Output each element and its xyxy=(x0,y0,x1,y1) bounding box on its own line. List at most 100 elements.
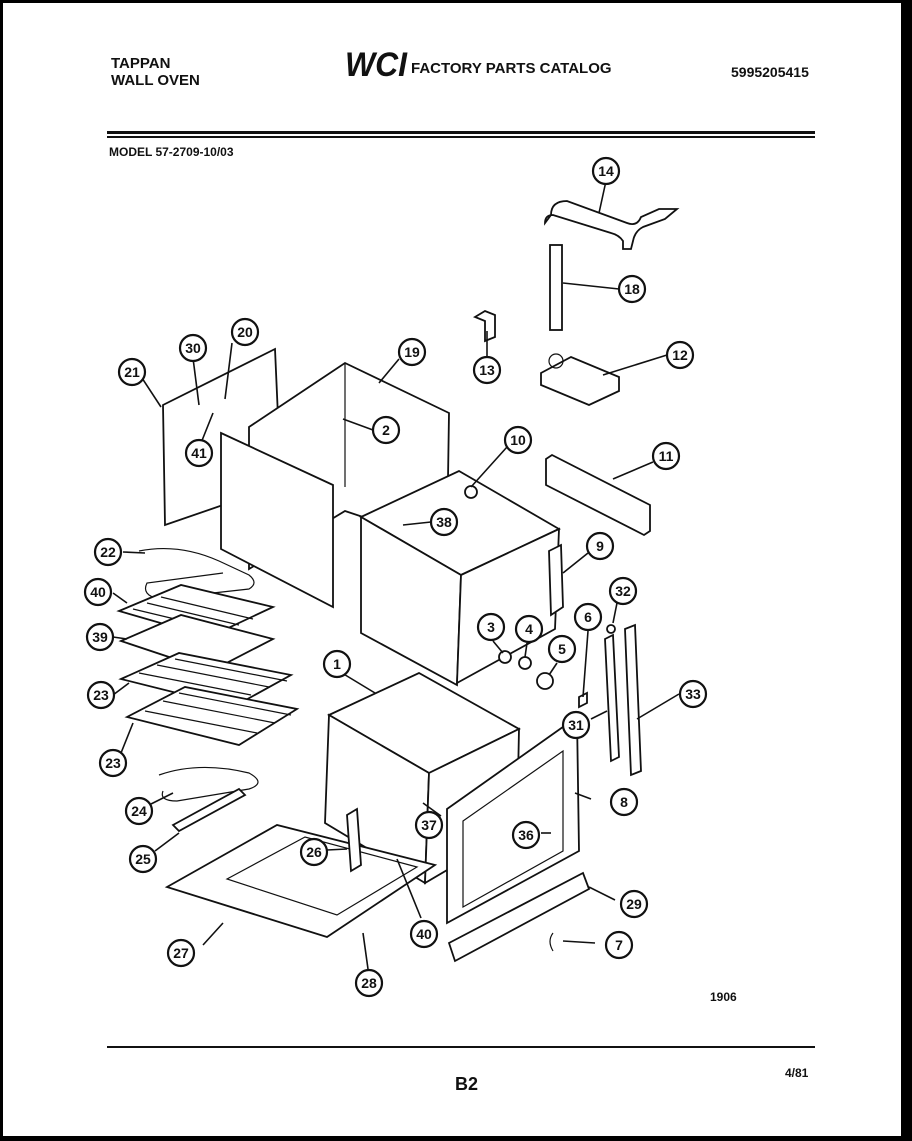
svg-text:26: 26 xyxy=(306,844,322,860)
part-3-knob xyxy=(498,650,512,664)
part-32-screw xyxy=(606,624,616,634)
part-10-fitting xyxy=(464,485,478,499)
part-2-panel xyxy=(220,431,334,609)
part-24-element xyxy=(158,766,259,802)
part-33-strip xyxy=(624,623,642,777)
callout-18: 18 xyxy=(617,274,647,304)
callout-35: 36 xyxy=(511,820,541,850)
part-11-rail xyxy=(545,453,651,537)
callout-25: 25 xyxy=(128,844,158,874)
part-12-vent xyxy=(548,353,564,369)
catalog-number: 5995205415 xyxy=(731,64,809,80)
svg-text:12: 12 xyxy=(672,347,688,363)
svg-text:7: 7 xyxy=(615,937,623,953)
callout-32: 32 xyxy=(608,576,638,606)
callout-5: 5 xyxy=(547,634,577,664)
callout-11: 11 xyxy=(651,441,681,471)
callout-36: 38 xyxy=(429,507,459,537)
callout-10: 10 xyxy=(503,425,533,455)
part-23-upper-grid xyxy=(138,658,288,696)
part-9-bracket xyxy=(548,543,564,617)
svg-text:27: 27 xyxy=(173,945,189,961)
svg-text:41: 41 xyxy=(191,445,207,461)
part-6-bracket xyxy=(578,691,588,709)
callout-23-upper: 23 xyxy=(86,680,116,710)
part-4-knob xyxy=(518,656,532,670)
part-8-door-frame xyxy=(446,715,580,925)
callout-23-lower: 23 xyxy=(98,748,128,778)
callout-7: 7 xyxy=(604,930,634,960)
svg-text:18: 18 xyxy=(624,281,640,297)
callout-8: 8 xyxy=(609,787,639,817)
svg-text:23: 23 xyxy=(93,687,109,703)
callout-1: 1 xyxy=(322,649,352,679)
svg-text:36: 36 xyxy=(518,827,534,843)
callout-41: 41 xyxy=(184,438,214,468)
part-26-bracket xyxy=(346,807,362,873)
svg-text:3: 3 xyxy=(487,619,495,635)
exploded-parts-diagram: 14 18 12 13 19 20 30 21 41 2 10 11 38 9 … xyxy=(83,156,708,998)
diagram-code: 1906 xyxy=(710,990,737,1004)
logo-text: WCI xyxy=(345,47,408,81)
svg-text:11: 11 xyxy=(659,448,674,464)
part-oven-side xyxy=(456,527,560,685)
callout-33: 33 xyxy=(678,679,708,709)
part-18-tube xyxy=(549,244,563,331)
part-23-rack-lower xyxy=(124,686,300,746)
callout-38: 39 xyxy=(85,622,115,652)
callout-24: 24 xyxy=(124,796,154,826)
part-22-element xyxy=(138,547,255,600)
leader-lines xyxy=(112,180,680,970)
callout-12: 12 xyxy=(665,340,695,370)
svg-text:14: 14 xyxy=(598,163,614,179)
part-13-bracket xyxy=(472,309,496,343)
callout-9: 9 xyxy=(585,531,615,561)
brand-block: TAPPAN WALL OVEN xyxy=(111,55,200,89)
svg-text:22: 22 xyxy=(100,544,116,560)
callout-40: 40 xyxy=(409,919,439,949)
header-rule-bottom xyxy=(107,136,815,138)
svg-text:38: 38 xyxy=(436,514,452,530)
svg-text:9: 9 xyxy=(596,538,604,554)
part-12-box xyxy=(540,356,620,406)
callout-4: 4 xyxy=(514,614,544,644)
svg-text:19: 19 xyxy=(404,344,420,360)
callout-21: 21 xyxy=(117,357,147,387)
footer-rule xyxy=(107,1046,815,1048)
part-27-inner xyxy=(225,836,419,916)
revision-date: 4/81 xyxy=(785,1066,809,1080)
svg-text:10: 10 xyxy=(510,432,526,448)
callout-2: 2 xyxy=(371,415,401,445)
wci-logo: WCI xyxy=(343,46,411,86)
svg-text:30: 30 xyxy=(185,340,201,356)
callout-26: 26 xyxy=(299,837,329,867)
catalog-sheet: TAPPAN WALL OVEN WCI FACTORY PARTS CATAL… xyxy=(3,3,901,1136)
part-8-door-opening xyxy=(462,749,564,909)
svg-text:31: 31 xyxy=(568,717,584,733)
svg-text:33: 33 xyxy=(685,686,701,702)
svg-text:37: 37 xyxy=(421,817,437,833)
svg-text:6: 6 xyxy=(584,609,592,625)
svg-text:2: 2 xyxy=(382,422,390,438)
callout-13: 13 xyxy=(472,355,502,385)
svg-text:13: 13 xyxy=(479,362,495,378)
callout-39: 40 xyxy=(83,577,113,607)
svg-text:5: 5 xyxy=(558,641,566,657)
part-31-strip xyxy=(604,633,620,763)
svg-text:32: 32 xyxy=(615,583,631,599)
brand-name: TAPPAN xyxy=(111,55,171,72)
svg-text:8: 8 xyxy=(620,794,628,810)
svg-text:23: 23 xyxy=(105,755,121,771)
svg-text:25: 25 xyxy=(135,851,151,867)
part-29-toe-kick xyxy=(447,871,591,963)
part-23-lower-grid xyxy=(144,692,292,734)
part-27-bottom xyxy=(164,824,438,938)
svg-text:24: 24 xyxy=(131,803,147,819)
svg-text:21: 21 xyxy=(124,364,140,380)
svg-text:4: 4 xyxy=(525,621,533,637)
svg-text:20: 20 xyxy=(237,324,253,340)
catalog-title: FACTORY PARTS CATALOG xyxy=(411,60,612,77)
callout-22: 22 xyxy=(93,537,123,567)
svg-text:40: 40 xyxy=(416,926,432,942)
model-number: MODEL 57-2709-10/03 xyxy=(109,145,234,159)
